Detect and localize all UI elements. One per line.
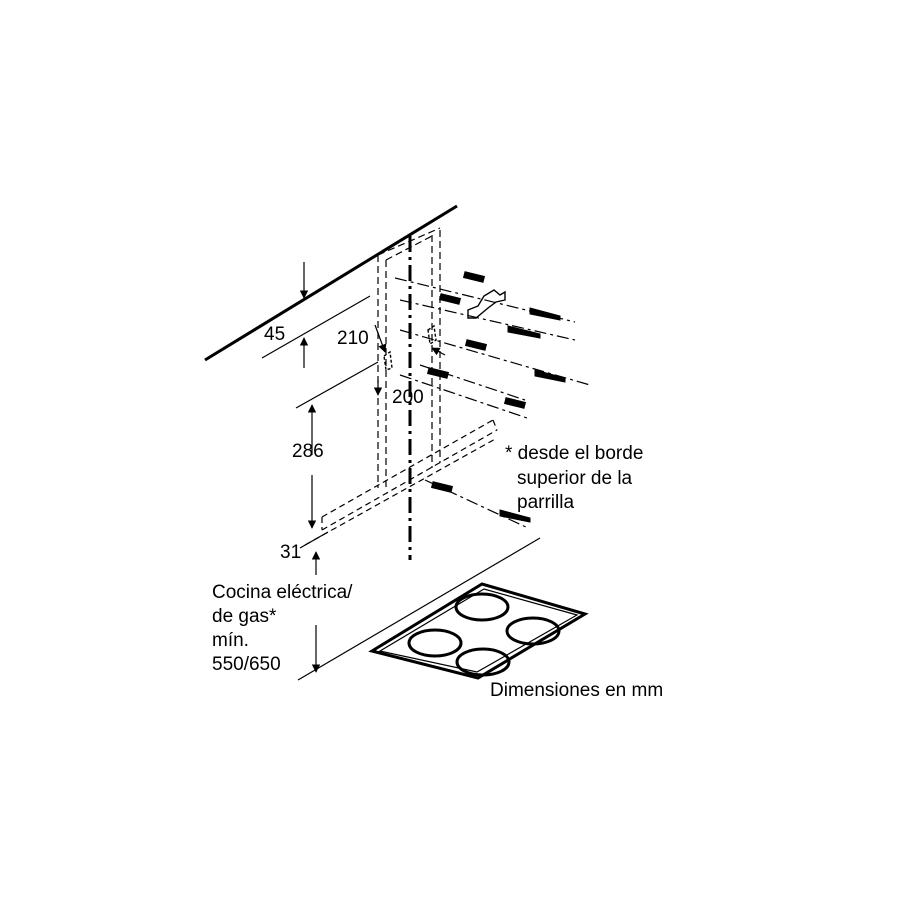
dim-31-label: 31	[280, 542, 301, 563]
hood-outline	[304, 419, 498, 546]
dowels	[426, 271, 527, 493]
ceiling-line	[204, 204, 458, 362]
countertop-line	[297, 537, 541, 681]
dim-210-label: 210	[337, 328, 369, 349]
dim-286-label: 286	[292, 441, 324, 462]
fixings	[394, 277, 591, 529]
bracket-upper	[383, 289, 506, 371]
dim-31-lines	[299, 531, 329, 575]
cooktop-label-1: Cocina eléctrica/	[212, 582, 353, 603]
note-line-3: parrilla	[517, 492, 574, 513]
dim-45-lines	[261, 262, 371, 368]
dim-200-label: 200	[392, 387, 424, 408]
cooktop-label-4: 550/650	[212, 654, 281, 675]
dim-45-label: 45	[264, 324, 285, 345]
screws	[499, 307, 566, 523]
note-line-1: * desde el borde	[505, 443, 643, 464]
cooktop-label-3: mín.	[212, 630, 249, 651]
note-line-2: superior de la	[517, 468, 633, 489]
cooktop	[368, 582, 589, 680]
units-caption: Dimensiones en mm	[490, 680, 663, 701]
dim-210-lines	[374, 324, 446, 356]
dim-200-lines	[295, 361, 383, 409]
cooktop-label-2: de gas*	[212, 606, 277, 627]
